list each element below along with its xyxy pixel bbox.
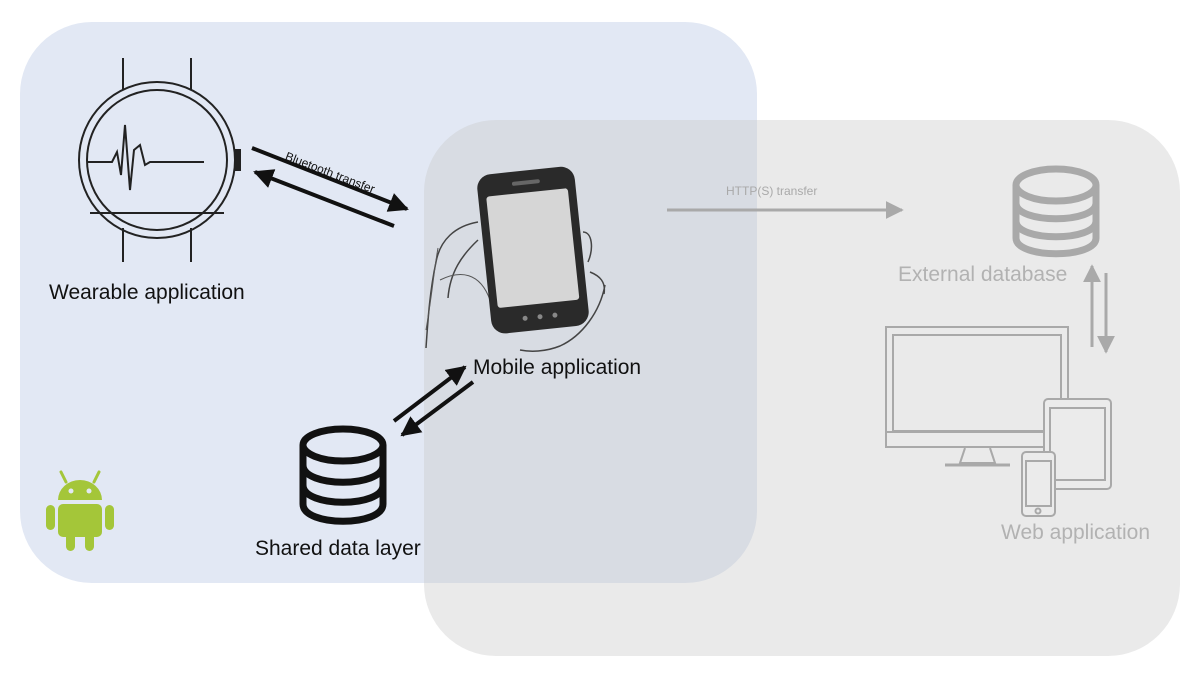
external-database-label: External database: [898, 263, 1068, 286]
http-transfer-label: HTTP(S) transfer: [726, 184, 818, 198]
mobile-application-label: Mobile application: [473, 356, 642, 379]
hand-holding-phone-icon: [425, 166, 606, 352]
server-region: [424, 120, 1180, 656]
shared-database-icon: [299, 425, 387, 525]
external-database-icon: [1012, 165, 1100, 258]
shared-data-layer-label: Shared data layer: [255, 537, 421, 560]
arrow-shared-to-mobile: [392, 365, 467, 423]
android-logo-icon: [46, 470, 114, 551]
bluetooth-arrow-to-mobile: [251, 146, 409, 212]
arrow-mobile-to-shared: [400, 380, 475, 437]
web-application-label: Web application: [1001, 521, 1151, 544]
monitor-tablet-phone-icon: [885, 326, 1112, 517]
wearable-application-label: Wearable application: [49, 281, 245, 304]
android-region: [20, 22, 757, 583]
smartwatch-icon: [78, 58, 241, 262]
bluetooth-arrow-to-wearable: [253, 169, 395, 228]
